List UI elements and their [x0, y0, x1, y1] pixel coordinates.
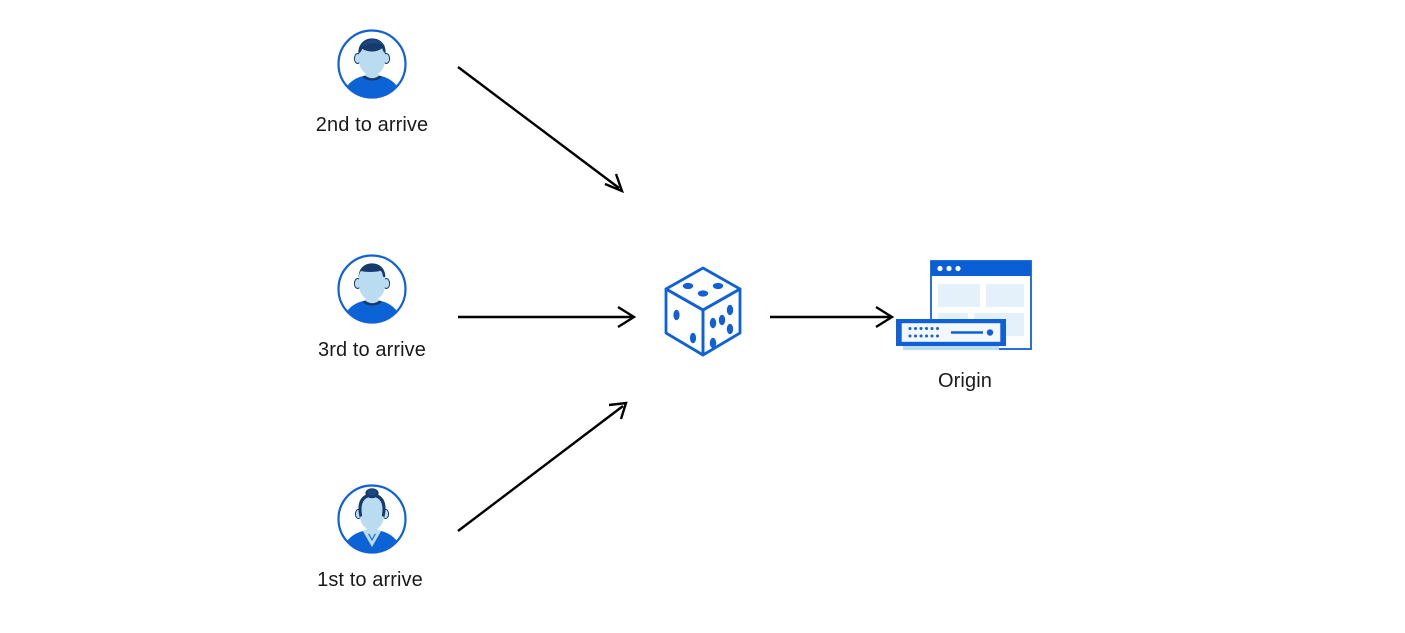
- client-node-1st[interactable]: 1st to arrive: [317, 483, 423, 591]
- user-avatar-male-icon: [337, 29, 407, 99]
- client-node-2nd[interactable]: 2nd to arrive: [316, 28, 428, 136]
- client-label-1st: 1st to arrive: [317, 569, 423, 591]
- randomizer-node[interactable]: [660, 263, 746, 363]
- user-avatar-female-icon: [337, 484, 407, 554]
- arrow-1st-to-dice: [457, 401, 628, 532]
- user-avatar-male-icon: [337, 254, 407, 324]
- server-appliance-icon: [896, 319, 1006, 350]
- client-node-3rd[interactable]: 3rd to arrive: [318, 253, 426, 361]
- arrow-3rd-to-dice: [458, 305, 637, 329]
- origin-label: Origin: [938, 370, 992, 392]
- client-label-2nd: 2nd to arrive: [315, 114, 429, 136]
- dice-icon: [664, 266, 742, 357]
- origin-server-icon: [896, 260, 1032, 350]
- arrow-dice-to-origin: [770, 305, 895, 329]
- client-label-3rd: 3rd to arrive: [317, 339, 426, 361]
- origin-node[interactable]: Origin: [893, 258, 1038, 392]
